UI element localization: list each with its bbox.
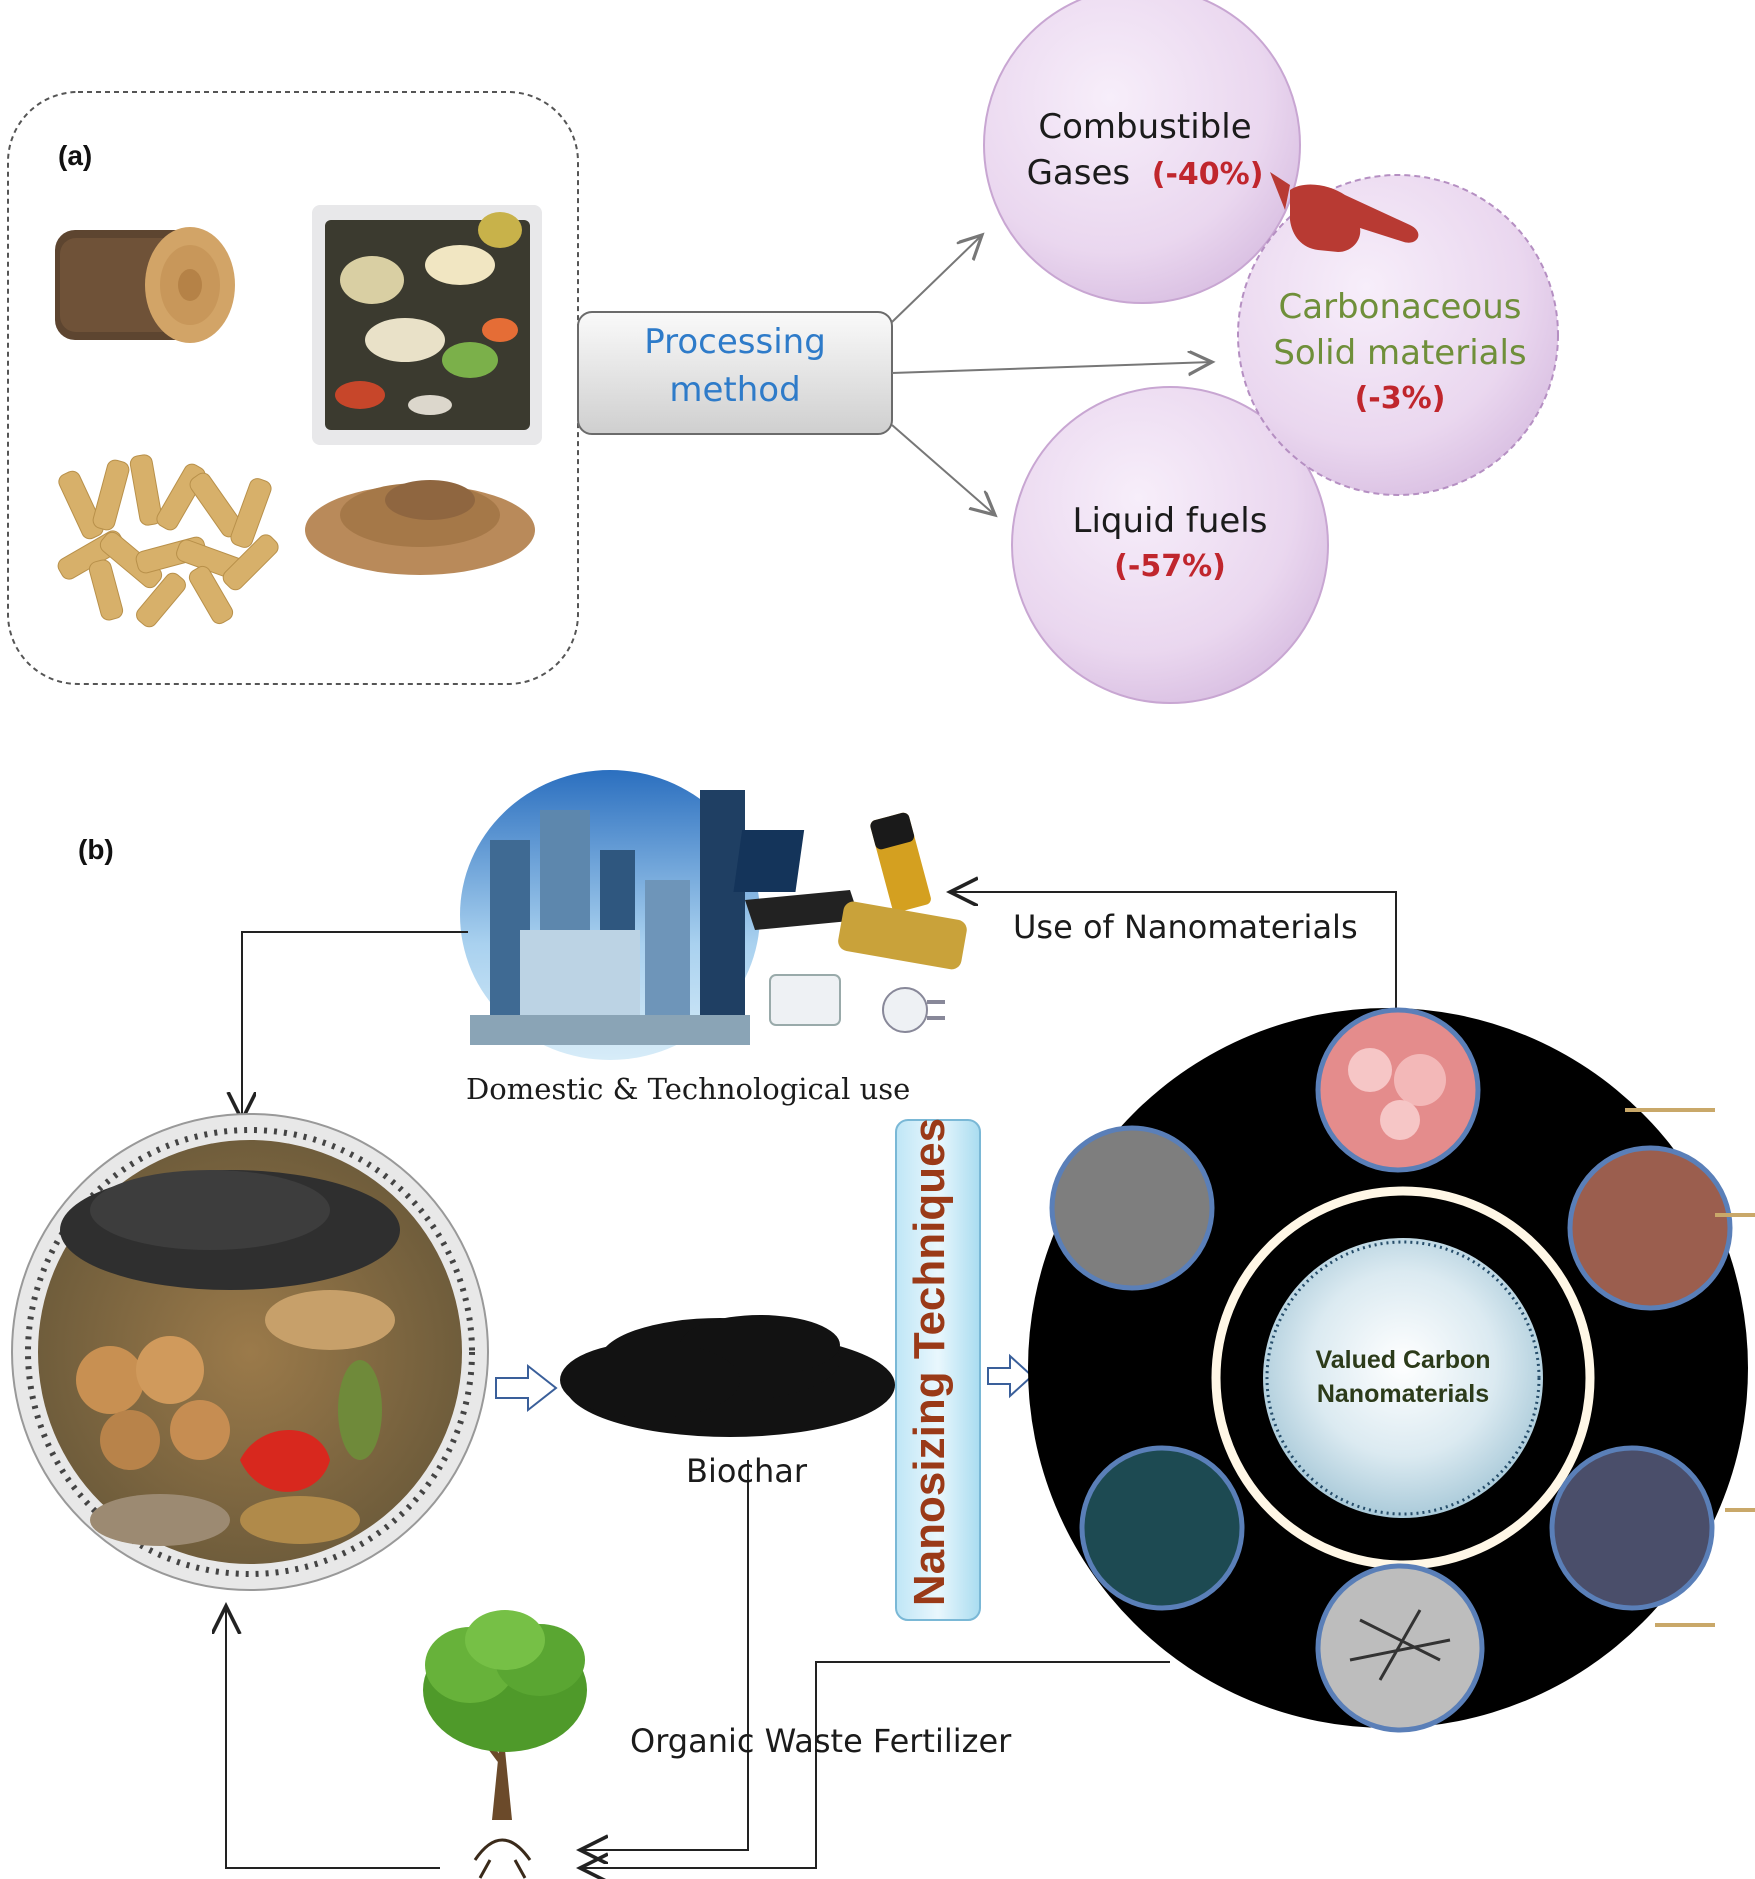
processing-label-line2: method xyxy=(669,370,801,410)
combustible-gases-circle xyxy=(983,0,1301,304)
carbonaceous-solids-circle xyxy=(1237,174,1559,496)
biomass-waste-circle xyxy=(11,1113,489,1591)
nanosizing-techniques-label: Nanosizing Techniques xyxy=(905,1117,954,1607)
wood-pellets-image xyxy=(57,454,279,628)
nanomaterials-disc xyxy=(1028,1007,1748,1733)
arrow-biochar-to-tree xyxy=(582,1460,749,1850)
liquid-percent: (-57%) xyxy=(1114,549,1226,584)
panel-a-letter: (a) xyxy=(58,140,93,171)
biochar-label: Biochar xyxy=(686,1452,808,1490)
gases-line1: Combustible xyxy=(1038,107,1252,147)
nanomaterial-sem-lower-right xyxy=(1549,1445,1715,1611)
wood-log-image xyxy=(55,227,235,343)
organic-waste-fertilizer-label: Organic Waste Fertilizer xyxy=(630,1722,1012,1760)
processing-label-line1: Processing xyxy=(644,322,826,362)
domestic-technology-image xyxy=(460,770,967,1060)
arrow-tree-to-biomass xyxy=(226,1608,440,1869)
arrow-biomass-to-biochar xyxy=(495,1363,558,1413)
disc-edge-ticks xyxy=(1625,1108,1755,1627)
panel-b-graphics xyxy=(11,770,1755,1879)
nanomaterial-sem-upper-left xyxy=(1049,1125,1215,1291)
gases-text: Gases xyxy=(1026,153,1131,193)
nanomaterial-sem-upper-right xyxy=(1567,1145,1733,1311)
liquid-fuels-circle xyxy=(1011,386,1329,704)
nanomaterial-sem-lower-left xyxy=(1079,1445,1245,1611)
nanosizing-box xyxy=(895,1119,981,1621)
carbonaceous-solids-label: Carbonaceous Solid materials (-3%) xyxy=(1240,284,1560,422)
processing-method-label: Processing method xyxy=(578,318,892,414)
gases-percent: (-40%) xyxy=(1151,157,1264,192)
arrow-to-liquids xyxy=(891,424,995,515)
pointing-hand-icon xyxy=(1270,172,1419,252)
arrow-nanosizing-to-nanomaterials xyxy=(987,1353,1034,1399)
gases-line2: Gases (-40%) xyxy=(1000,150,1290,198)
valued-carbon-nanomaterials-label: Valued Carbon Nanomaterials xyxy=(1273,1343,1533,1411)
arrow-use-of-nanomaterials xyxy=(952,892,1397,1028)
liquid-fuels-label: Liquid fuels (-57%) xyxy=(1020,498,1320,590)
panel-b-letter: (b) xyxy=(78,834,114,865)
biochar-pile-image xyxy=(560,1315,895,1437)
solid-percent: (-3%) xyxy=(1354,381,1446,416)
food-waste-image xyxy=(312,205,542,445)
center-line1: Valued Carbon xyxy=(1315,1346,1491,1374)
domestic-technological-label: Domestic & Technological use xyxy=(466,1072,911,1106)
arrow-domestic-to-biomass xyxy=(242,931,468,1118)
panel-a-graphics xyxy=(7,0,1559,704)
use-of-nanomaterials-label: Use of Nanomaterials xyxy=(1013,908,1358,946)
tree-icon xyxy=(423,1610,587,1879)
liquid-line1: Liquid fuels xyxy=(1072,501,1268,541)
sawdust-image xyxy=(305,480,535,575)
center-line2: Nanomaterials xyxy=(1316,1380,1490,1408)
solid-line2: Solid materials xyxy=(1273,333,1527,373)
arrow-to-solids xyxy=(891,362,1212,373)
arrow-nanomaterials-to-tree xyxy=(582,1661,1170,1868)
arrow-to-gases xyxy=(891,235,982,323)
combustible-gases-label: Combustible Gases (-40%) xyxy=(1000,104,1290,198)
solid-line1: Carbonaceous xyxy=(1278,287,1522,327)
